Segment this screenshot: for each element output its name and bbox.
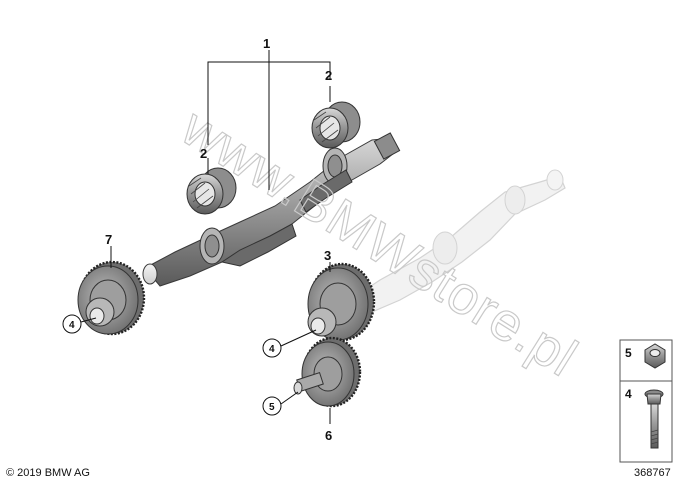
svg-text:4: 4 (269, 344, 275, 355)
callout-4-middle: 4 (262, 338, 282, 358)
needle-bearing-lower (186, 167, 237, 215)
svg-text:5: 5 (269, 402, 275, 413)
callout-3: 3 (324, 248, 331, 263)
callout-7: 7 (105, 232, 112, 247)
callout-5-circled: 5 (262, 396, 282, 416)
callout-2-lower: 2 (200, 146, 207, 161)
callout-2-upper: 2 (325, 68, 332, 83)
balance-shaft (142, 132, 401, 287)
copyright-text: © 2019 BMW AG (6, 467, 90, 479)
legend-number-4: 4 (625, 387, 632, 401)
callout-1: 1 (263, 36, 270, 51)
bolt-icon (644, 389, 664, 449)
gear-lower (293, 336, 362, 408)
callout-4-left: 4 (62, 314, 82, 334)
gear-middle (307, 262, 376, 342)
legend-number-5: 5 (625, 346, 632, 360)
gear-left (77, 260, 146, 336)
leader-lines (80, 50, 331, 424)
nut-icon (644, 343, 666, 369)
needle-bearing-upper (311, 101, 361, 149)
parts-legend: 5 4 (619, 339, 673, 463)
callout-6: 6 (325, 428, 332, 443)
diagram-number: 368767 (634, 467, 671, 479)
svg-text:4: 4 (69, 320, 75, 331)
balance-shaft-ghost (348, 169, 566, 313)
